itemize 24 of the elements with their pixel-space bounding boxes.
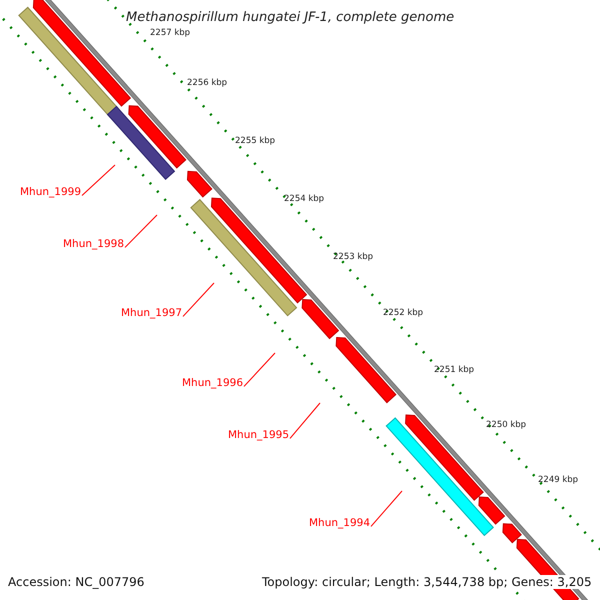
scale-label: 2249 kbp <box>538 475 578 486</box>
scale-label: 2252 kbp <box>383 308 424 318</box>
leader-line <box>244 352 276 387</box>
scale-label: 2257 kbp <box>150 28 190 38</box>
leader-line <box>124 214 158 248</box>
leader-line <box>182 282 214 317</box>
leader-line <box>290 402 320 439</box>
footer-text: Topology: circular; Length: 3,544,738 bp; Genes: 3,205 <box>262 575 592 590</box>
gene-label: Mhun_1999 <box>20 186 81 199</box>
footer-text: Accession: NC_007796 <box>8 575 144 590</box>
leader-line <box>82 164 116 196</box>
leader-line <box>370 490 402 527</box>
scale-label: 2251 kbp <box>434 365 474 376</box>
scale-label: 2255 kbp <box>235 136 276 146</box>
gene-label: Mhun_1994 <box>309 517 370 530</box>
title: Methanospirillum hungatei JF-1, complete genome <box>126 10 454 26</box>
scale-label: 2256 kbp <box>187 78 228 88</box>
gene-label: Mhun_1997 <box>121 307 182 320</box>
scale-label: 2250 kbp <box>486 420 526 430</box>
gene-label: Mhun_1996 <box>182 377 243 390</box>
scale-label: 2253 kbp <box>333 252 374 262</box>
gene-label: Mhun_1995 <box>228 429 289 442</box>
scale-label: 2254 kbp <box>284 194 324 204</box>
gene-label: Mhun_1998 <box>63 238 124 251</box>
